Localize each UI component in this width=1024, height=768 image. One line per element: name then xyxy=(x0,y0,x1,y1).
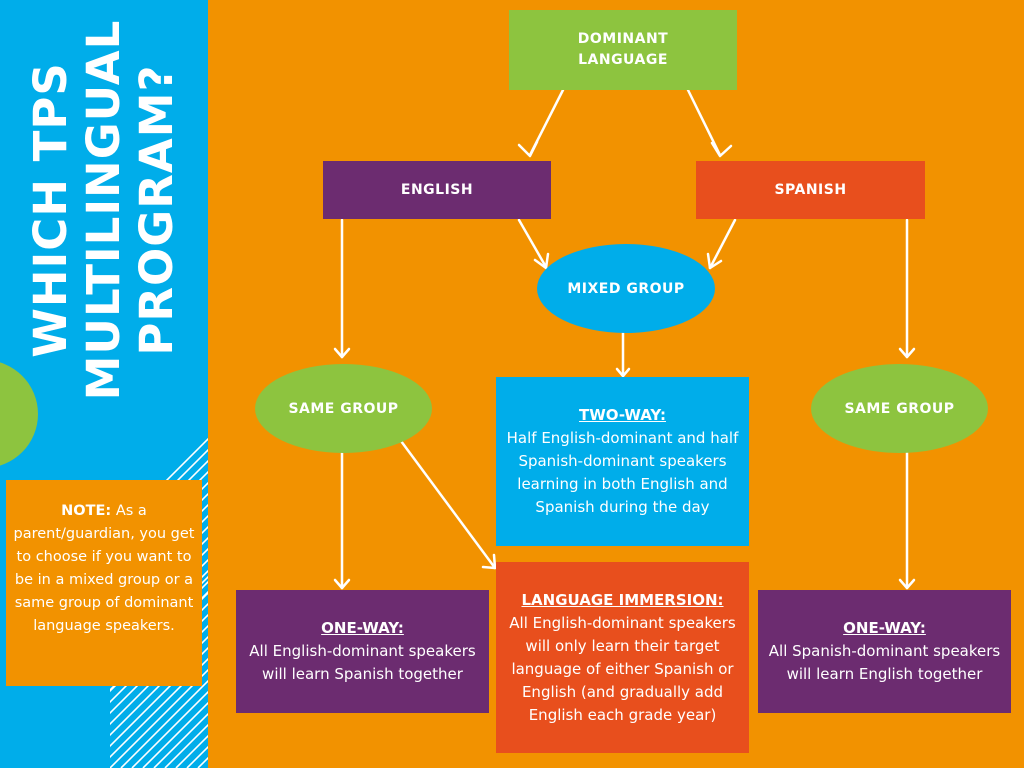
stripe-line xyxy=(110,430,208,768)
note-box: NOTE: As a parent/guardian, you get to c… xyxy=(6,480,202,686)
stripe-line xyxy=(110,430,208,768)
node-dominant-language-label: DOMINANT LANGUAGE xyxy=(577,31,669,68)
one-way-spanish-description: All Spanish-dominant speakers will learn… xyxy=(768,642,1001,683)
node-english-label: ENGLISH xyxy=(400,182,474,198)
stripe-line xyxy=(110,430,208,768)
node-dominant-language: DOMINANT LANGUAGE xyxy=(509,10,737,90)
language-immersion-heading: LANGUAGE IMMERSION: xyxy=(521,590,724,609)
node-same-group-right: SAME GROUP xyxy=(811,364,988,453)
arrow-mixed-to-two-way xyxy=(615,331,631,378)
one-way-english-heading: ONE-WAY: xyxy=(321,619,404,637)
node-same-group-right-label: SAME GROUP xyxy=(844,400,955,417)
node-spanish: SPANISH xyxy=(696,161,925,219)
stripe-line xyxy=(110,430,208,768)
node-same-group-left: SAME GROUP xyxy=(255,364,432,453)
node-language-immersion: LANGUAGE IMMERSION: All English-dominant… xyxy=(496,562,749,753)
one-way-english-description: All English-dominant speakers will learn… xyxy=(249,642,476,683)
arrow-english-to-same-group-left xyxy=(333,218,351,359)
arrow-root-to-spanish xyxy=(686,88,733,158)
node-spanish-label: SPANISH xyxy=(774,182,847,198)
stripe-line xyxy=(120,430,208,768)
stripe-line xyxy=(110,430,208,768)
node-two-way: TWO-WAY: Half English-dominant and half … xyxy=(496,377,749,546)
note-label: NOTE: xyxy=(61,503,112,519)
stripe-line xyxy=(110,430,208,768)
arrow-english-to-mixed xyxy=(517,218,550,270)
language-immersion-description: All English-dominant speakers will only … xyxy=(509,613,736,724)
arrow-root-to-english xyxy=(517,88,565,158)
one-way-spanish-heading: ONE-WAY: xyxy=(843,619,926,637)
arrow-same-group-right-to-one-way xyxy=(898,450,916,590)
arrow-spanish-to-same-group-right xyxy=(898,218,916,359)
node-one-way-english: ONE-WAY: All English-dominant speakers w… xyxy=(236,590,489,713)
node-english: ENGLISH xyxy=(323,161,551,219)
node-same-group-left-label: SAME GROUP xyxy=(288,400,399,417)
stripe-line xyxy=(131,430,208,768)
two-way-description: Half English-dominant and half Spanish-d… xyxy=(506,429,739,516)
arrow-same-group-left-to-one-way xyxy=(333,450,351,590)
node-mixed-group: MIXED GROUP xyxy=(537,244,715,333)
arrow-spanish-to-mixed xyxy=(706,218,737,270)
node-one-way-spanish: ONE-WAY: All Spanish-dominant speakers w… xyxy=(758,590,1011,713)
node-mixed-group-label: MIXED GROUP xyxy=(567,280,685,297)
sidebar: WHICH TPS MULTILINGUAL PROGRAM? NOTE: As… xyxy=(0,0,208,768)
arrow-same-group-left-to-immersion xyxy=(399,439,497,570)
note-text: As a parent/guardian, you get to choose … xyxy=(13,503,195,634)
two-way-heading: TWO-WAY: xyxy=(579,406,666,424)
stripe-line xyxy=(110,430,208,768)
